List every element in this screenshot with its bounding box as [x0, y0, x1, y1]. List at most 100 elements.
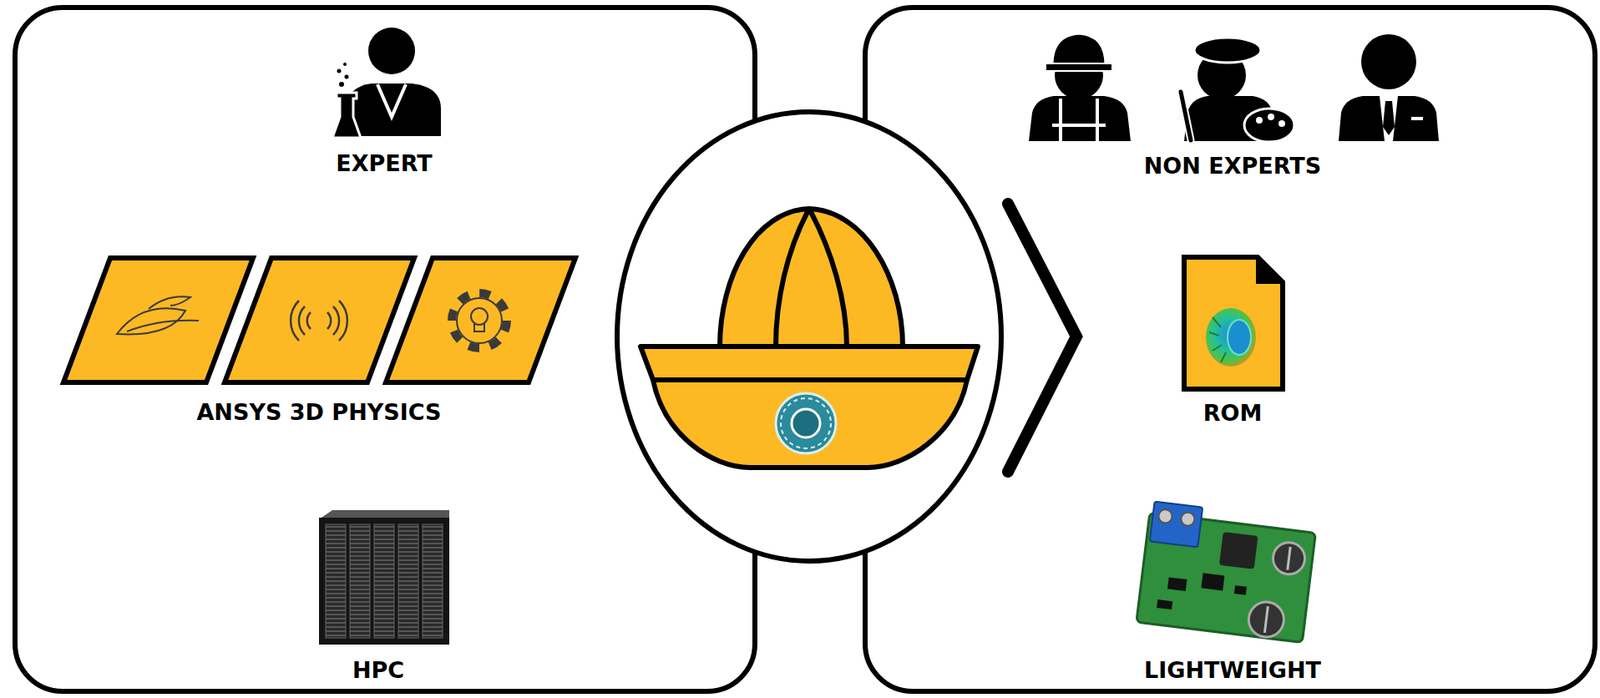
structures-tile	[385, 258, 576, 383]
output-label: ROM	[1048, 400, 1417, 427]
worker-icon	[1028, 33, 1131, 142]
bubble	[339, 81, 345, 87]
wave-arc	[333, 306, 340, 335]
wave-arc	[298, 306, 305, 335]
paint-dot	[1267, 113, 1275, 121]
coat-lapel	[377, 84, 406, 117]
leaf-line	[116, 308, 186, 335]
hat-dome	[719, 208, 903, 347]
file-fold	[1255, 257, 1283, 284]
terminal-screw	[1179, 511, 1195, 527]
role-label: NON EXPERTS	[1048, 152, 1417, 180]
beret-shape	[1194, 37, 1261, 63]
chip-symbol	[1234, 585, 1247, 596]
paint-dot	[1278, 120, 1286, 127]
body-shape	[346, 83, 441, 137]
capacitor-symbol	[1246, 600, 1287, 640]
chip-symbol	[1167, 577, 1188, 592]
logo-core	[791, 409, 821, 438]
file-shape	[1184, 257, 1283, 390]
hat-rib	[809, 208, 847, 347]
hardware-label: LIGHTWEIGHT	[1048, 657, 1417, 684]
bubble	[344, 75, 350, 80]
rack-door	[398, 524, 419, 638]
circuit-board	[1136, 501, 1317, 643]
helmet-shape	[1052, 33, 1106, 66]
terminal-screw	[1158, 508, 1174, 524]
pcb-shape	[1136, 512, 1317, 643]
physics-tiles	[63, 258, 576, 383]
role-label: EXPERT	[200, 150, 568, 178]
head-shape	[1054, 50, 1104, 100]
chevron-pointer	[1007, 203, 1077, 472]
non-expert-panel: NON EXPERTS ROM LIGHTWEIGHT	[862, 5, 1598, 694]
head-shape	[368, 27, 416, 75]
rack-door	[349, 524, 370, 638]
gear-symbol	[451, 293, 507, 349]
expert-panel: EXPERT ANSYS 3D PHYSICS HPC	[12, 5, 758, 694]
bubble	[343, 62, 347, 66]
bubble	[337, 69, 342, 74]
bulb-base	[474, 324, 485, 332]
wave-arc	[339, 300, 348, 341]
body-shape	[1184, 96, 1276, 142]
electronics-tile	[224, 258, 415, 383]
body-shape	[1338, 96, 1439, 142]
helmet-brim	[1045, 63, 1113, 71]
tool-label: ANSYS 3D PHYSICS	[135, 399, 503, 426]
expert-icon	[332, 27, 441, 138]
rack-door	[374, 524, 395, 638]
rack-top	[318, 510, 450, 520]
wave-arc	[307, 312, 311, 330]
logo-ring	[780, 398, 831, 449]
logo-badge	[775, 393, 836, 454]
palette-symbol	[1244, 108, 1295, 142]
pocket-mark	[1411, 116, 1423, 121]
waves-symbol	[290, 300, 348, 341]
model-render	[1205, 308, 1256, 367]
gear-rim	[456, 298, 502, 344]
hat-rib	[775, 208, 810, 347]
head-shape	[1361, 34, 1417, 90]
terminal-block	[1149, 501, 1203, 548]
body-shape	[1028, 96, 1131, 142]
hat-brim	[640, 346, 978, 380]
capacitor-symbol	[1270, 541, 1307, 577]
bulb-symbol	[470, 308, 488, 325]
leaf-line	[126, 320, 199, 332]
paint-dot	[1255, 116, 1263, 124]
rack-body	[318, 517, 450, 645]
tie-shape	[1382, 101, 1395, 136]
hardware-label: HPC	[194, 657, 563, 684]
capacitor-mark	[1264, 545, 1291, 635]
manager-icon	[1338, 34, 1439, 142]
chip-symbol	[1200, 572, 1225, 591]
hat-icon	[640, 208, 978, 468]
model-blades	[1209, 317, 1226, 363]
brush-symbol	[1180, 91, 1191, 141]
leaf-line	[148, 296, 191, 309]
rack-door	[422, 524, 443, 638]
head-shape	[1197, 50, 1246, 100]
chip-symbol	[1156, 599, 1173, 610]
shirt-shape	[1379, 96, 1398, 142]
server-rack	[318, 510, 450, 645]
model-hub	[1227, 319, 1251, 355]
flask-symbol	[332, 92, 361, 138]
wave-arc	[290, 300, 299, 341]
wave-arc	[327, 312, 331, 330]
center-ellipse	[617, 111, 1002, 562]
painter-icon	[1180, 37, 1295, 142]
hat-bowl	[653, 379, 968, 468]
rom-file-icon	[1184, 257, 1283, 390]
fluids-tile	[63, 258, 254, 383]
rack-door	[325, 524, 346, 638]
brush-outline	[1180, 91, 1191, 141]
fluids-symbol	[116, 296, 199, 335]
gear-teeth	[451, 293, 507, 349]
vest-stripes	[1052, 98, 1106, 142]
inductor-symbol	[1219, 531, 1259, 570]
